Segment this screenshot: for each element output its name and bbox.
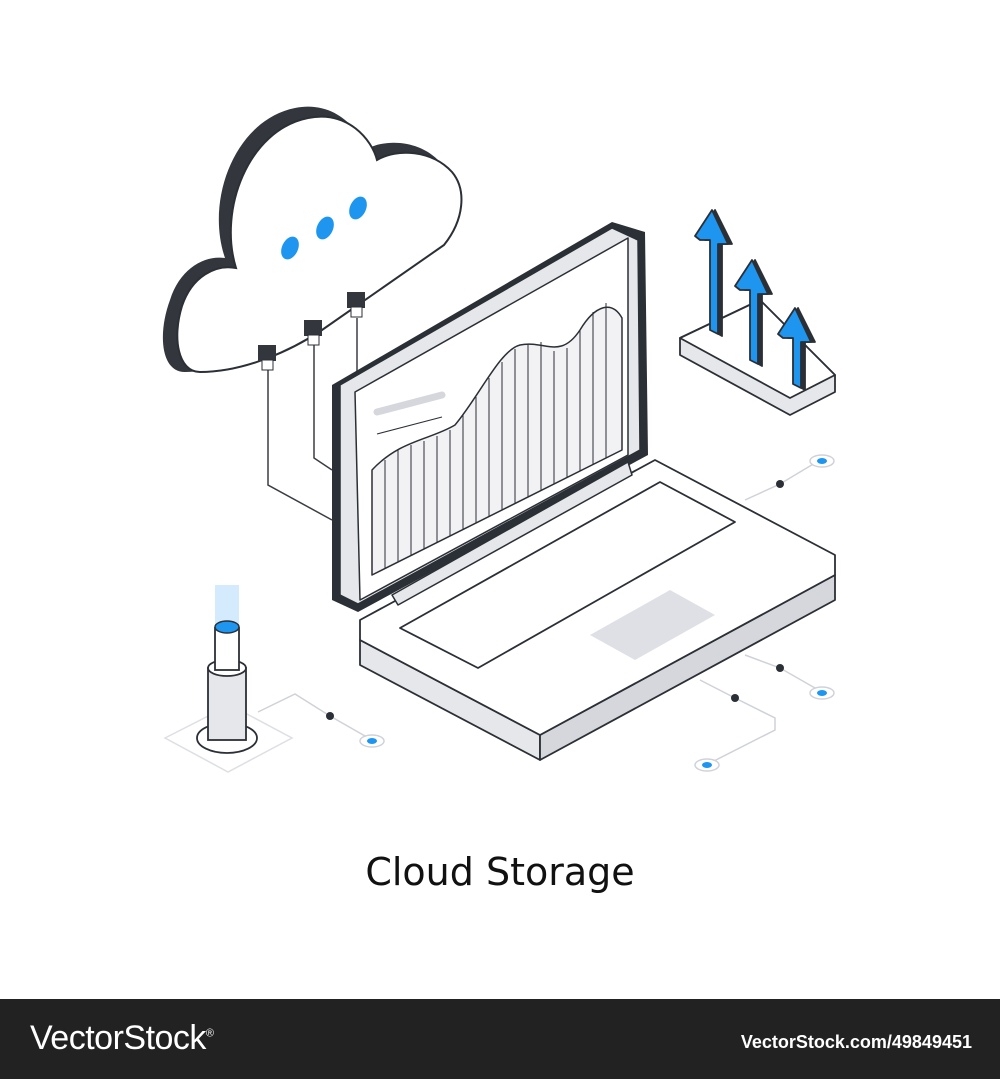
cloud-dot-3 [349, 196, 367, 220]
cloud-dot-2 [316, 216, 334, 240]
growth-arrows-icon [679, 209, 836, 416]
laptop-icon [332, 222, 648, 612]
cloud-icon [162, 106, 463, 374]
screen-area-chart [371, 306, 623, 576]
network-nodes [326, 454, 835, 772]
beacon-icon [163, 585, 294, 773]
cloud-storage-illustration [162, 106, 836, 773]
cloud-dot-1 [281, 236, 299, 260]
cloud-connector-lines [267, 318, 358, 521]
footer-brand-mark: ® [205, 1027, 214, 1040]
laptop-base [359, 459, 836, 761]
footer-brand-logo[interactable]: VectorStock® [30, 1019, 214, 1058]
footer-brand-text: VectorStock [30, 1019, 206, 1057]
trackpad [590, 590, 715, 660]
footer-bar: VectorStock® VectorStock.com/49849451 [0, 999, 1000, 1079]
screen-title-bar [373, 391, 446, 416]
caption-title: Cloud Storage [365, 850, 635, 894]
footer-image-ref: VectorStock.com/49849451 [740, 1032, 972, 1052]
